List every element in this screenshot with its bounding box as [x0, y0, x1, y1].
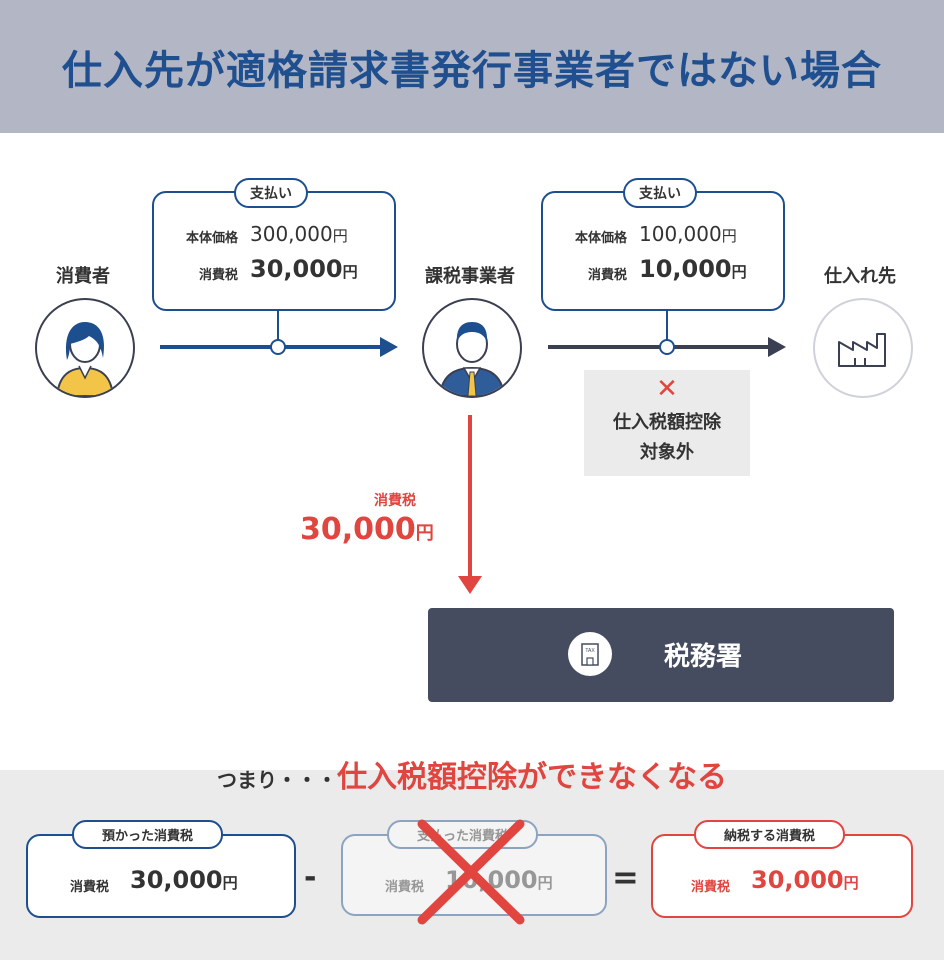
conclusion-emphasis: 仕入税額控除ができなくなる	[337, 760, 727, 795]
tax-label: 消費税	[198, 268, 238, 283]
tax-flow-amount: 30,000	[300, 512, 416, 547]
consumer-label: 消費者	[56, 266, 110, 287]
tax-value: 30,000円	[250, 255, 358, 283]
payment-tag: 支払い	[623, 178, 697, 208]
price-value: 100,000円	[639, 222, 737, 246]
payment-box-business	[541, 191, 785, 311]
tax-office-bar: TAX 税務署	[428, 608, 894, 702]
tax-icon-text: TAX	[585, 648, 595, 654]
payment-box-consumer	[152, 191, 396, 311]
conclusion-prefix: つまり・・・	[217, 768, 337, 792]
yen-unit: 円	[342, 263, 358, 281]
paid-tax-group: 消費税 10,000円 支払った消費税	[341, 820, 607, 916]
not-eligible-line2: 対象外	[640, 442, 694, 463]
price-amount: 100,000	[639, 222, 722, 246]
price-label: 本体価格	[574, 231, 627, 246]
price-value: 300,000円	[250, 222, 348, 246]
tax-value: 10,000円	[639, 255, 747, 283]
woman-icon	[55, 322, 115, 396]
not-eligible-line1: 仕入税額控除	[613, 412, 721, 433]
business-avatar	[422, 298, 522, 398]
tax-amount: 30,000	[250, 255, 343, 283]
payable-label: 消費税	[691, 880, 731, 895]
businessman-icon	[438, 322, 506, 396]
not-eligible-box: ✕ 仕入税額控除 対象外	[584, 370, 750, 476]
received-tax-box: 消費税 30,000円	[26, 834, 296, 918]
tax-flow-value: 30,000円	[300, 512, 434, 547]
factory-icon	[838, 333, 886, 367]
payable-amount: 30,000	[751, 866, 844, 894]
yen-unit: 円	[731, 263, 747, 281]
minus-sign: -	[304, 860, 317, 895]
tax-amount: 10,000	[639, 255, 732, 283]
received-value: 30,000円	[130, 866, 238, 894]
received-amount: 30,000	[130, 866, 223, 894]
yen-unit: 円	[332, 227, 348, 245]
payable-value: 30,000円	[751, 866, 859, 894]
consumer-avatar	[35, 298, 135, 398]
yen-unit: 円	[843, 874, 859, 892]
equals-sign: =	[612, 858, 639, 896]
page-title: 仕入先が適格請求書発行事業者ではない場合	[62, 47, 882, 94]
payment2-node	[659, 339, 675, 355]
supplier-label: 仕入れ先	[824, 266, 896, 287]
received-label: 消費税	[70, 880, 110, 895]
payable-tag: 納税する消費税	[694, 820, 846, 849]
conclusion: つまり・・・仕入税額控除ができなくなる	[0, 752, 944, 796]
tax-flow-label: 消費税	[374, 493, 416, 509]
tax-office-label: 税務署	[664, 642, 743, 672]
price-label: 本体価格	[185, 231, 238, 246]
price-amount: 300,000	[250, 222, 333, 246]
payment-tag: 支払い	[234, 178, 308, 208]
cross-icon: ✕	[656, 374, 678, 404]
business-label: 課税事業者	[425, 266, 515, 287]
big-cross-icon	[417, 819, 525, 925]
yen-unit: 円	[222, 874, 238, 892]
arrow-head-2	[768, 337, 786, 357]
yen-unit: 円	[537, 874, 553, 892]
paid-label: 消費税	[385, 880, 425, 895]
supplier-avatar	[813, 298, 913, 398]
yen-unit: 円	[415, 523, 434, 544]
arrow-head-3	[458, 576, 482, 594]
header-banner: 仕入先が適格請求書発行事業者ではない場合	[0, 0, 944, 133]
yen-unit: 円	[721, 227, 737, 245]
arrow-head-1	[380, 337, 398, 357]
payment1-node	[270, 339, 286, 355]
received-tag: 預かった消費税	[72, 820, 224, 849]
tax-label: 消費税	[587, 268, 627, 283]
tax-office-icon: TAX	[568, 632, 612, 676]
